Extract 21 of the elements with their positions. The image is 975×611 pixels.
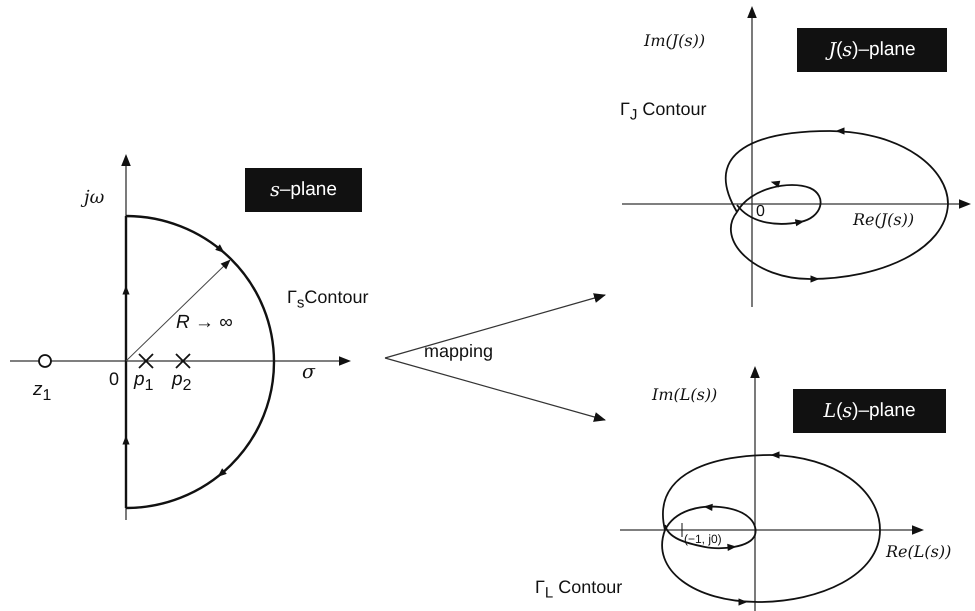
mapping-arrow bbox=[384, 293, 606, 359]
contour-label: Γ$_{L}$ Contour bbox=[535, 578, 622, 602]
zero-label: z$_{1}$ bbox=[33, 380, 52, 404]
point-label: (−1, j0) bbox=[684, 533, 722, 546]
radius-label: R → ∞ bbox=[176, 313, 233, 334]
origin-label: 0 bbox=[109, 370, 120, 390]
plane-label-box: J(s)–plane bbox=[797, 28, 947, 72]
plane-label-box: s–plane bbox=[245, 168, 362, 212]
axis-label: σ bbox=[302, 362, 315, 383]
axis-label: Re(J(s)) bbox=[853, 211, 914, 229]
axis-label: Im(J(s)) bbox=[644, 32, 706, 50]
axis-label: Im(L(s)) bbox=[652, 386, 718, 404]
plane-label-box: L(s)–plane bbox=[793, 389, 946, 433]
mapping-label: mapping bbox=[424, 342, 494, 362]
origin-label: 0 bbox=[756, 203, 765, 221]
axis-label: Re(L(s)) bbox=[886, 543, 952, 561]
pole-label: p$_{1}$ bbox=[134, 370, 154, 394]
pole-label: p$_{2}$ bbox=[172, 370, 192, 394]
contour-label: Γ$_{s}$Contour bbox=[287, 288, 368, 312]
mapping-arrow bbox=[384, 357, 606, 422]
contour-label: Γ$_{J}$ Contour bbox=[620, 100, 706, 124]
